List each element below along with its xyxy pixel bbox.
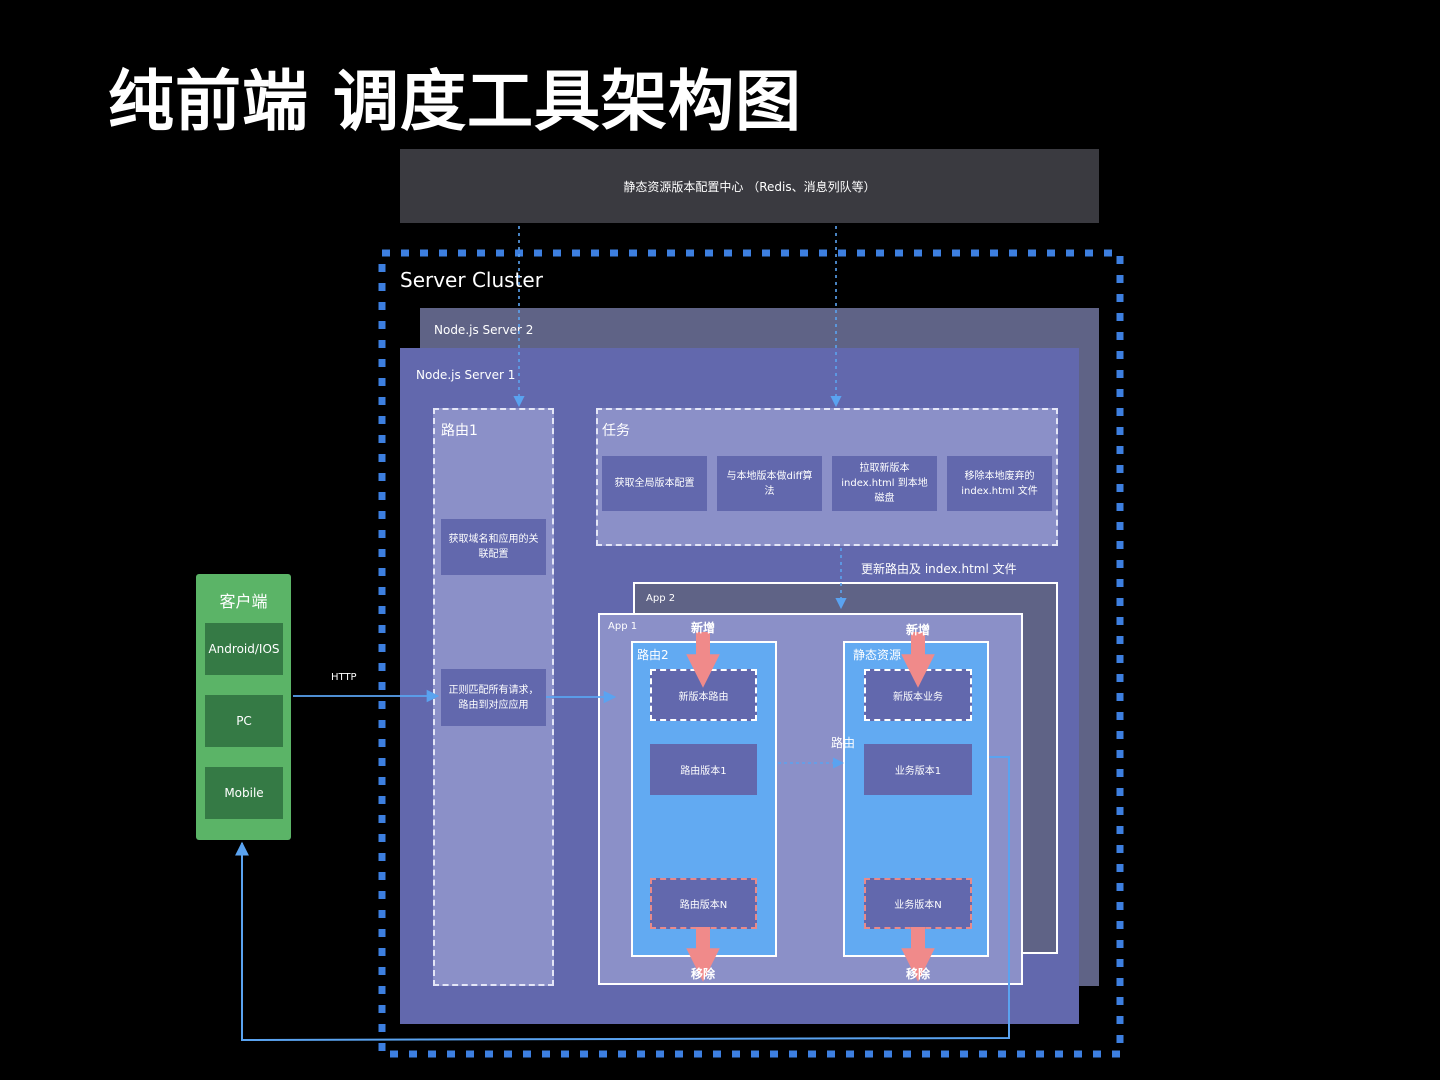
router-version-1: 路由版本1 [650,744,757,795]
page-title: 纯前端 调度工具架构图 [108,63,802,140]
client-android-ios-label: Android/IOS [208,642,280,656]
add-label-router: 新增 [691,621,716,635]
server-cluster-border [378,249,1124,1058]
remove-label-router: 移除 [691,967,716,981]
business-version-1: 业务版本1 [864,744,972,795]
tasks-label: 任务 [602,423,630,439]
router-1-step-config-label: 获取域名和应用的关联配置 [448,534,539,560]
router-2-label: 路由2 [637,648,669,662]
router-version-n-label: 路由版本N [679,900,728,911]
business-version-n: 业务版本N [864,878,972,929]
router-1-step-match-label: 正则匹配所有请求，路由到对应应用 [448,684,539,711]
router-new-version-label: 新版本路由 [678,691,729,703]
business-new-version-label: 新版本业务 [893,691,943,703]
client-pc-label: PC [236,714,252,728]
task-fetch-config-label: 获取全局版本配置 [614,478,695,489]
client-mobile-label: Mobile [224,786,264,800]
add-label-business: 新增 [906,623,931,637]
http-label: HTTP [331,672,357,683]
task-remove-file: 移除本地废弃的index.html 文件 [947,456,1052,511]
update-route-note: 更新路由及 index.html 文件 [861,562,1017,576]
business-version-1-label: 业务版本1 [894,766,942,777]
config-center-label: 静态资源版本配置中心 （Redis、消息列队等） [623,179,876,194]
task-pull-version-label: 拉取新版本index.html 到本地磁盘 [841,463,928,504]
task-fetch-config: 获取全局版本配置 [602,456,707,511]
server-1-label: Node.js Server 1 [416,368,516,382]
router-1-step-match: 正则匹配所有请求，路由到对应应用 [441,669,546,726]
router-version-n: 路由版本N [650,878,757,929]
arrow-response-to-client [235,756,1010,1042]
router-1-label: 路由1 [441,423,478,439]
server-cluster-label: Server Cluster [400,268,543,292]
static-resource-label: 静态资源 [853,648,902,662]
router-version-1-label: 路由版本1 [680,766,727,777]
client-android-ios: Android/IOS [205,623,283,675]
server-2-label: Node.js Server 2 [434,323,534,337]
client-title: 客户端 [219,592,268,611]
route-label: 路由 [831,736,856,750]
config-center-box: 静态资源版本配置中心 （Redis、消息列队等） [400,149,1099,223]
router-1-step-config: 获取域名和应用的关联配置 [441,519,546,575]
client-pc: PC [205,695,283,747]
task-diff: 与本地版本做diff算法 [717,456,822,511]
app-2-label: App 2 [646,593,676,604]
business-version-n-label: 业务版本N [894,900,942,911]
task-pull-version: 拉取新版本index.html 到本地磁盘 [832,456,937,511]
task-diff-label: 与本地版本做diff算法 [726,470,813,497]
task-remove-file-label: 移除本地废弃的index.html 文件 [961,470,1038,497]
client-mobile: Mobile [205,767,283,819]
remove-label-business: 移除 [906,967,931,981]
app-1-label: App 1 [608,621,638,632]
